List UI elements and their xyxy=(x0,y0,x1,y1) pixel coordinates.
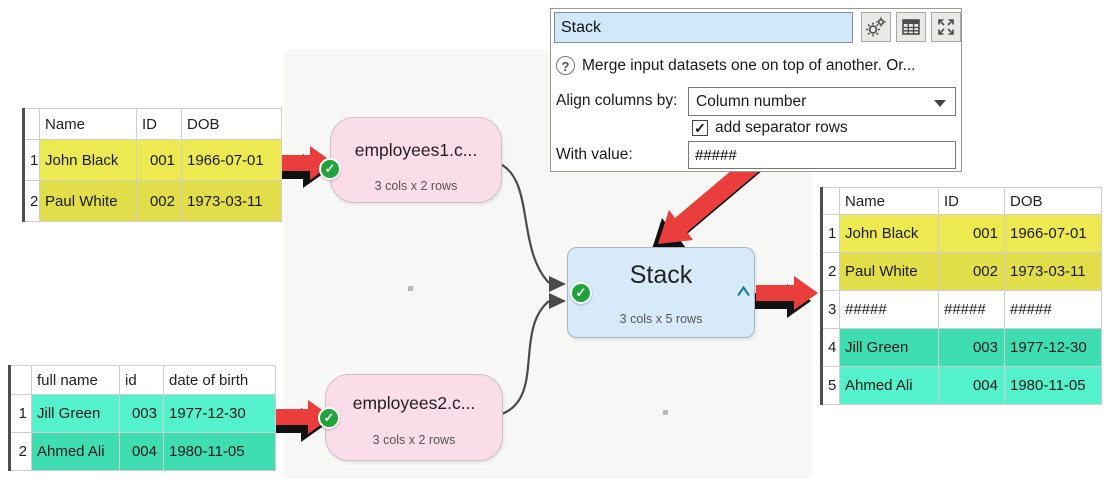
align-columns-select[interactable]: Column number xyxy=(688,87,956,116)
row-number: 2 xyxy=(821,252,840,291)
cell: ##### xyxy=(938,290,1005,329)
cell: 1966-07-01 xyxy=(181,139,282,181)
col-header: ID xyxy=(136,108,182,140)
output-table: Name ID DOB 1 John Black 001 1966-07-01 … xyxy=(820,187,1102,405)
table-header-row: Name ID DOB xyxy=(23,108,282,140)
cell: John Black xyxy=(839,214,939,253)
row-number: 2 xyxy=(9,432,32,471)
col-header: Name xyxy=(39,108,137,140)
chevron-down-icon xyxy=(934,100,946,107)
table-row: 1 John Black 001 1966-07-01 xyxy=(23,139,282,181)
table-row: 1 Jill Green 003 1977-12-30 xyxy=(9,394,276,433)
col-header: id xyxy=(119,365,164,395)
cell: Paul White xyxy=(839,252,939,291)
cell: 004 xyxy=(119,432,164,471)
table-header-row: full name id date of birth xyxy=(9,365,276,395)
status-ok-icon: ✓ xyxy=(570,282,592,304)
table-view-button[interactable] xyxy=(896,12,926,42)
col-header: ID xyxy=(938,187,1005,215)
node-title: employees1.c... xyxy=(354,140,478,160)
table-header-row: Name ID DOB xyxy=(821,187,1102,215)
cell: Ahmed Ali xyxy=(31,432,120,471)
table-row: 1 John Black 001 1966-07-01 xyxy=(821,214,1102,253)
cell: John Black xyxy=(39,139,137,181)
node-stack[interactable]: ✓ Stack 3 cols x 5 rows xyxy=(567,247,755,338)
row-number: 1 xyxy=(821,214,840,253)
cell: Ahmed Ali xyxy=(839,366,939,405)
col-header: Name xyxy=(839,187,939,215)
col-header: DOB xyxy=(1004,187,1102,215)
col-header: DOB xyxy=(181,108,282,140)
row-number: 1 xyxy=(23,139,40,181)
row-number: 1 xyxy=(9,394,32,433)
cell: ##### xyxy=(1004,290,1102,329)
node-title: employees2.c... xyxy=(352,393,476,413)
input-table-2: full name id date of birth 1 Jill Green … xyxy=(8,365,276,471)
settings-button[interactable] xyxy=(861,12,891,42)
cell: 003 xyxy=(938,328,1005,367)
cell: 1973-03-11 xyxy=(181,180,282,222)
gears-icon xyxy=(866,17,886,37)
cell: 004 xyxy=(938,366,1005,405)
fullscreen-button[interactable] xyxy=(931,12,961,42)
row-number: 3 xyxy=(821,290,840,329)
table-row: 4 Jill Green 003 1977-12-30 xyxy=(821,328,1102,367)
align-columns-label: Align columns by: xyxy=(556,92,678,109)
cell: ##### xyxy=(839,290,939,329)
cell: 1966-07-01 xyxy=(1004,214,1102,253)
cell: Paul White xyxy=(39,180,137,222)
node-subtitle: 3 cols x 5 rows xyxy=(619,312,703,326)
input-table-1: Name ID DOB 1 John Black 001 1966-07-01 … xyxy=(22,108,282,222)
canvas-grid-dot xyxy=(408,286,413,291)
add-separator-rows-checkbox[interactable] xyxy=(692,120,708,136)
transform-description: Merge input datasets one on top of anoth… xyxy=(582,57,916,74)
cell: 1977-12-30 xyxy=(163,394,276,433)
status-ok-icon: ✓ xyxy=(318,407,340,429)
col-header: full name xyxy=(31,365,120,395)
cell: 1980-11-05 xyxy=(1004,366,1102,405)
row-number: 4 xyxy=(821,328,840,367)
table-row-separator: 3 ##### ##### ##### xyxy=(821,290,1102,329)
row-number: 5 xyxy=(821,366,840,405)
node-employees1[interactable]: ✓ employees1.c... 3 cols x 2 rows xyxy=(319,117,502,203)
cell: Jill Green xyxy=(839,328,939,367)
with-value-input[interactable] xyxy=(688,141,956,169)
row-number: 2 xyxy=(23,180,40,222)
node-name-input[interactable] xyxy=(554,12,853,43)
collapse-caret-icon[interactable] xyxy=(736,286,751,297)
node-subtitle: 3 cols x 2 rows xyxy=(372,433,456,447)
cell: 002 xyxy=(938,252,1005,291)
node-subtitle: 3 cols x 2 rows xyxy=(374,179,458,193)
table-row: 2 Paul White 002 1973-03-11 xyxy=(821,252,1102,291)
add-separator-rows-label: add separator rows xyxy=(715,119,848,136)
canvas-grid-dot xyxy=(663,410,668,415)
with-value-label: With value: xyxy=(556,146,633,163)
cell: 001 xyxy=(136,139,182,181)
cell: 1980-11-05 xyxy=(163,432,276,471)
cell: Jill Green xyxy=(31,394,120,433)
transform-properties-panel: ? Merge input datasets one on top of ano… xyxy=(550,8,962,172)
align-columns-value: Column number xyxy=(696,93,807,110)
table-row: 2 Ahmed Ali 004 1980-11-05 xyxy=(9,432,276,471)
expand-icon xyxy=(938,19,954,35)
cell: 002 xyxy=(136,180,182,222)
cell: 1973-03-11 xyxy=(1004,252,1102,291)
col-header: date of birth xyxy=(163,365,276,395)
cell: 003 xyxy=(119,394,164,433)
status-ok-icon: ✓ xyxy=(319,158,341,180)
cell: 1977-12-30 xyxy=(1004,328,1102,367)
help-icon: ? xyxy=(556,56,575,75)
grid-icon xyxy=(902,19,920,35)
node-title: Stack xyxy=(629,261,693,289)
node-employees2[interactable]: ✓ employees2.c... 3 cols x 2 rows xyxy=(318,374,503,461)
cell: 001 xyxy=(938,214,1005,253)
table-row: 5 Ahmed Ali 004 1980-11-05 xyxy=(821,366,1102,405)
table-row: 2 Paul White 002 1973-03-11 xyxy=(23,180,282,222)
